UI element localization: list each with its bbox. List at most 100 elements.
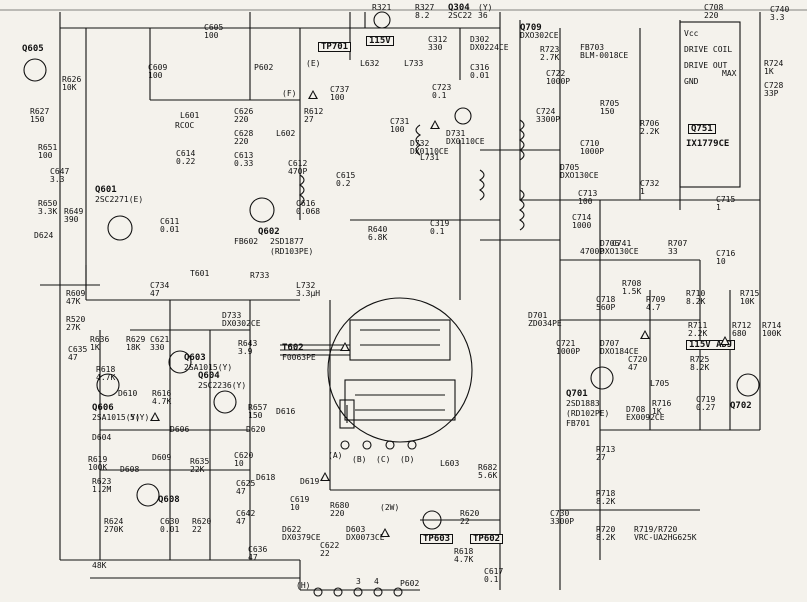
q601-part: 2SC2271(E) <box>95 195 144 204</box>
l705-label: L705 <box>650 379 670 388</box>
warning-icon <box>380 528 390 537</box>
r637-label: R618 <box>96 365 116 374</box>
r725-value: 8.2K <box>690 363 710 372</box>
warning-icon <box>430 120 440 129</box>
c716-value: 10 <box>716 257 726 266</box>
q702-label: Q702 <box>730 401 752 411</box>
r720-value: 8.2K <box>596 533 616 542</box>
r711-label: R711 <box>688 321 708 330</box>
c636-value: 47 <box>248 553 258 562</box>
vr-part-label: VRC-UA2HG625K <box>634 533 697 542</box>
r710-label: R710 <box>686 289 706 298</box>
c720-value: 47 <box>628 363 638 372</box>
c740-label: C740 <box>770 5 790 14</box>
r636-value: 1K <box>90 343 100 352</box>
d609-label: D609 <box>152 453 172 462</box>
c625-label: C625 <box>236 479 256 488</box>
r627-value: 150 <box>30 115 45 124</box>
d705-label: D705 <box>560 163 580 172</box>
c715-value: 1 <box>716 203 721 212</box>
q604-label: Q604 <box>198 371 220 381</box>
r713-label: R713 <box>596 445 616 454</box>
warning-icon <box>720 336 730 345</box>
c613-label: C613 <box>234 151 254 160</box>
r618-value: 4.7K <box>454 555 474 564</box>
r716-value: 1K <box>652 407 662 416</box>
r706-value: 2.2K <box>640 127 660 136</box>
r718-label: R718 <box>596 489 616 498</box>
d732-label: D732 <box>410 139 430 148</box>
d731-part: DX0110CE <box>446 137 485 146</box>
flyback-coils <box>298 119 525 231</box>
r609-label: R609 <box>66 289 86 298</box>
c714-label: C714 <box>572 213 592 222</box>
r707-label: R707 <box>668 239 688 248</box>
d603-part: DX0073CE <box>346 533 385 542</box>
c613-value: 0.33 <box>234 159 254 168</box>
pin-h-label: (H) <box>296 581 311 590</box>
c647-label: C647 <box>50 167 70 176</box>
d733-label: D733 <box>222 311 242 320</box>
d707-part: DXO184CE <box>600 347 639 356</box>
d603-label: D603 <box>346 525 366 534</box>
warning-icon <box>640 330 650 339</box>
c312-label: C312 <box>428 35 448 44</box>
q709-part: DXO302CE <box>520 31 559 40</box>
l731-label: L731 <box>420 153 440 162</box>
c719-value: 0.27 <box>696 403 716 412</box>
c319-label: C319 <box>430 219 450 228</box>
fb703-part: BLM-0018CE <box>580 51 629 60</box>
q605-label: Q605 <box>22 44 44 54</box>
c316-label: C316 <box>470 63 490 72</box>
r327-value: 8.2 <box>415 11 430 20</box>
d705-part: DXO130CE <box>560 171 599 180</box>
pin-3-label: 3 <box>356 577 361 586</box>
pin-4-label: 4 <box>374 577 379 586</box>
ic-drive-out-label: DRIVE OUT <box>684 61 728 70</box>
c723-value: 0.1 <box>432 91 447 100</box>
r718-value: 8.2K <box>596 497 616 506</box>
c710-label: C710 <box>580 139 600 148</box>
ic-q751-part: IX1779CE <box>686 139 730 149</box>
pin-36-label: 36 <box>478 11 488 20</box>
c622-label: C622 <box>320 541 340 550</box>
d608-label: D608 <box>120 465 140 474</box>
q701-alt: (RD102PE) <box>566 409 610 418</box>
warning-icon <box>308 90 318 99</box>
r643-label: R643 <box>238 339 258 348</box>
r634-label: R680 <box>330 501 350 510</box>
ic-max-label: MAX <box>722 69 737 78</box>
c713-value: 100 <box>578 197 593 206</box>
r651-label: R651 <box>38 143 58 152</box>
c628-label: C628 <box>234 129 254 138</box>
q601-label: Q601 <box>95 185 117 195</box>
c642-value: 47 <box>236 517 246 526</box>
t602-part: F0063PE <box>282 353 316 362</box>
c626-label: C626 <box>234 107 254 116</box>
r626-label: R626 <box>62 75 82 84</box>
r720-label: R720 <box>596 525 616 534</box>
c734-value: 47 <box>150 289 160 298</box>
d606-label: D606 <box>170 425 190 434</box>
pin-d-yoke: (D) <box>400 455 415 464</box>
q608-label: Q608 <box>158 495 180 505</box>
r618-label: R618 <box>454 547 474 556</box>
r627-label: R627 <box>30 107 50 116</box>
r651-value: 100 <box>38 151 53 160</box>
d732-part: DX0110CE <box>410 147 449 156</box>
r715-value: 10K <box>740 297 755 306</box>
c719-label: C719 <box>696 395 716 404</box>
c718-value: 560P <box>596 303 616 312</box>
ic-gnd-label: GND <box>684 77 699 86</box>
ic-drive-coil-label: DRIVE COIL <box>684 45 733 54</box>
r649b-value: 4.7K <box>152 397 172 406</box>
c619-value: 10 <box>290 503 300 512</box>
c642-label: C642 <box>236 509 256 518</box>
c716-label: C716 <box>716 249 736 258</box>
r630-value: 22 <box>192 525 202 534</box>
c713-label: C713 <box>578 189 598 198</box>
q602-part: 2SD1877 <box>270 237 304 246</box>
r709-label: R709 <box>646 295 666 304</box>
ic-q751-outline <box>679 21 741 188</box>
r711-value: 2.2K <box>688 329 708 338</box>
